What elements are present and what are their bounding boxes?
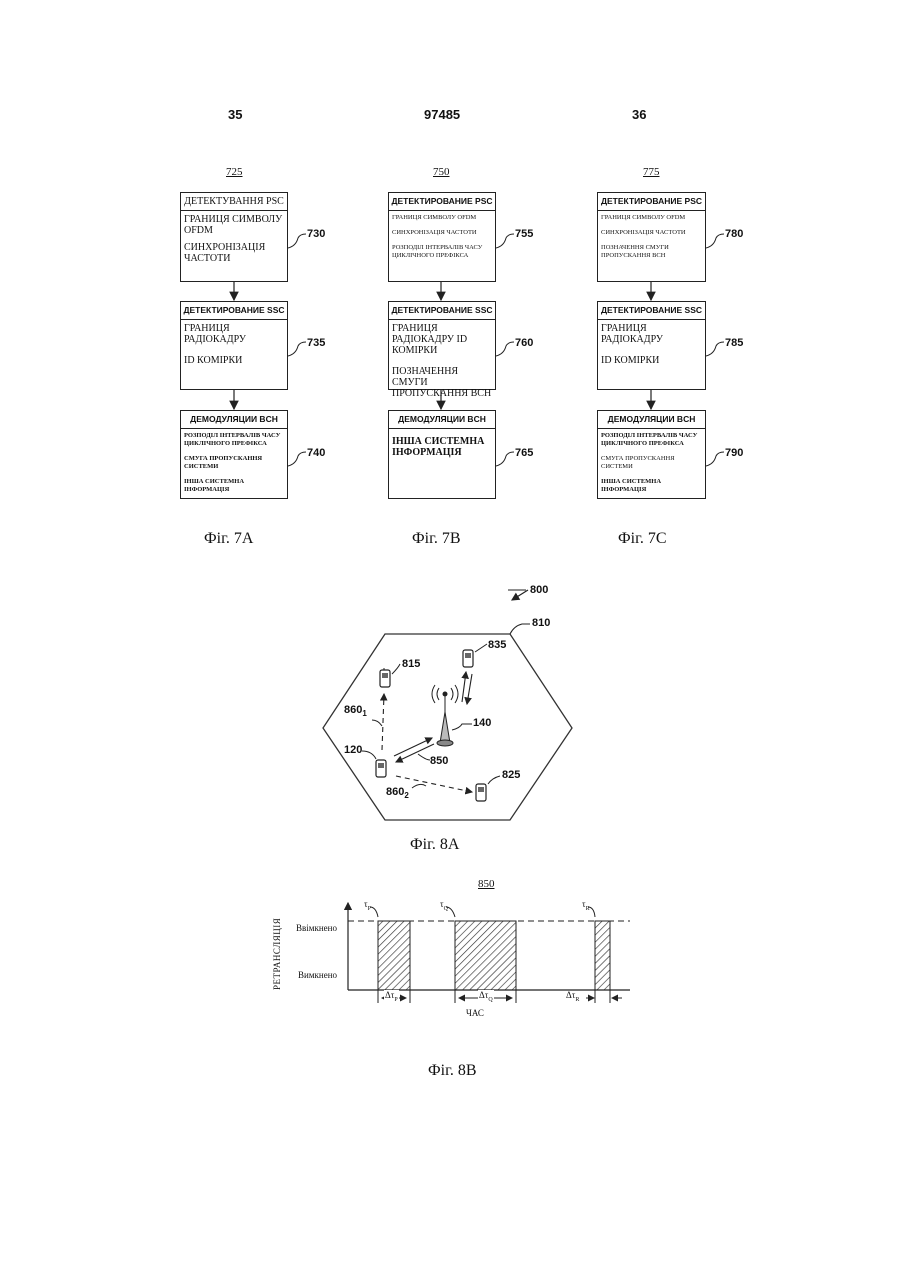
tau-q: τQ <box>440 899 448 912</box>
box-line: ГРАНИЦЯ РАДІОКАДРУ <box>184 323 284 345</box>
ref-760: 760 <box>515 337 533 349</box>
box-line: СИНХРОНІЗАЦІЯ ЧАСТОТИ <box>392 229 492 237</box>
fig8a-caption: Фіг. 8А <box>410 836 459 854</box>
box-line: ID КОМІРКИ <box>601 355 702 366</box>
ref-780: 780 <box>725 228 743 240</box>
fig7c-caption: Фіг. 7С <box>618 530 667 548</box>
fig7c-label: 775 <box>643 166 660 178</box>
box-line: ГРАНИЦЯ РАДІОКАДРУ ID КОМІРКИ <box>392 323 492 356</box>
box-line: ГРАНИЦЯ СИМВОЛУ OFDM <box>601 214 702 222</box>
box-title: ДЕМОДУЛЯЦИИ BCH <box>389 411 495 429</box>
box-title: ДЕТЕКТИРОВАНИЕ PSC <box>598 193 705 211</box>
tau-r: τR <box>582 899 590 912</box>
on-label: Ввімкнено <box>296 923 337 933</box>
x-axis-label: ЧАС <box>466 1008 484 1018</box>
box-line: ПОЗНАЧЕННЯ СМУГИ ПРОПУСКАННЯ ВСН <box>601 244 702 260</box>
box-line: СИНХРОНІЗАЦІЯ ЧАСТОТИ <box>601 229 702 237</box>
delta-tau-q: ΔτQ <box>478 990 494 1003</box>
delta-tau-p: ΔτP <box>384 990 399 1003</box>
fig7c-ssc-box: ДЕТЕКТИРОВАНИЕ SSC ГРАНИЦЯ РАДІОКАДРУ ID… <box>597 301 706 390</box>
ref-860-1: 8601 <box>344 704 367 718</box>
ref-730: 730 <box>307 228 325 240</box>
box-line: ГРАНИЦЯ СИМВОЛУ OFDM <box>392 214 492 222</box>
tau-p: τP <box>364 899 371 912</box>
box-line: ГРАНИЦЯ СИМВОЛУ OFDM <box>184 214 284 236</box>
box-title: ДЕМОДУЛЯЦИИ BCH <box>598 411 705 429</box>
box-line: РОЗПОДІЛ ІНТЕРВАЛІВ ЧАСУ ЦИКЛІЧНОГО ПРЕФ… <box>184 432 284 448</box>
box-line: ІНША СИСТЕМНА ІНФОРМАЦІЯ <box>184 478 284 494</box>
relay-pulse-p <box>378 921 410 990</box>
fig7a-ssc-box: ДЕТЕКТИРОВАНИЕ SSC ГРАНИЦЯ РАДІОКАДРУ ID… <box>180 301 288 390</box>
box-title: ДЕТЕКТУВАННЯ PSC <box>181 193 287 211</box>
box-line: СМУГА ПРОПУСКАННЯ СИСТЕМИ <box>184 455 284 471</box>
box-line: РОЗПОДІЛ ІНТЕРВАЛІВ ЧАСУ ЦИКЛІЧНОГО ПРЕФ… <box>601 432 702 448</box>
fig7a-label: 725 <box>226 166 243 178</box>
ref-735: 735 <box>307 337 325 349</box>
box-line: ГРАНИЦЯ РАДІОКАДРУ <box>601 323 702 345</box>
box-title: ДЕТЕКТИРОВАНИЕ PSC <box>389 193 495 211</box>
fig7b-caption: Фіг. 7В <box>412 530 461 548</box>
box-title: ДЕМОДУЛЯЦИИ BCH <box>181 411 287 429</box>
fig7c-bch-box: ДЕМОДУЛЯЦИИ BCH РОЗПОДІЛ ІНТЕРВАЛІВ ЧАСУ… <box>597 410 706 499</box>
ref-825: 825 <box>502 769 520 781</box>
relay-pulse-r <box>595 921 610 990</box>
ref-790: 790 <box>725 447 743 459</box>
ref-140: 140 <box>473 717 491 729</box>
ref-800: 800 <box>530 584 548 596</box>
box-line: ІНША СИСТЕМНА ІНФОРМАЦІЯ <box>392 436 492 458</box>
box-line: СМУГА ПРОПУСКАННЯ СИСТЕМИ <box>601 455 702 471</box>
box-line: ПОЗНАЧЕННЯ СМУГИ ПРОПУСКАННЯ ВСН <box>392 366 492 399</box>
fig8a-cell-diagram <box>300 570 620 830</box>
fig7b-bch-box: ДЕМОДУЛЯЦИИ BCH ІНША СИСТЕМНА ІНФОРМАЦІЯ <box>388 410 496 499</box>
ref-765: 765 <box>515 447 533 459</box>
ref-810: 810 <box>532 617 550 629</box>
fig7a-psc-box: ДЕТЕКТУВАННЯ PSC ГРАНИЦЯ СИМВОЛУ OFDM СИ… <box>180 192 288 282</box>
ref-785: 785 <box>725 337 743 349</box>
ref-740: 740 <box>307 447 325 459</box>
fig8b-timing-diagram <box>260 895 650 1035</box>
mobile-phone-icon-835 <box>463 650 473 667</box>
mobile-phone-icon-120 <box>376 760 386 777</box>
mobile-phone-icon-825 <box>476 784 486 801</box>
box-line: РОЗПОДІЛ ІНТЕРВАЛІВ ЧАСУ ЦИКЛІЧНОГО ПРЕФ… <box>392 244 492 260</box>
box-title: ДЕТЕКТИРОВАНИЕ SSC <box>389 302 495 320</box>
fig7c-psc-box: ДЕТЕКТИРОВАНИЕ PSC ГРАНИЦЯ СИМВОЛУ OFDM … <box>597 192 706 282</box>
box-line: ІНША СИСТЕМНА ІНФОРМАЦІЯ <box>601 478 702 494</box>
relay-pulse-q <box>455 921 516 990</box>
fig8b-label: 850 <box>478 878 495 890</box>
box-title: ДЕТЕКТИРОВАНИЕ SSC <box>598 302 705 320</box>
fig7a-bch-box: ДЕМОДУЛЯЦИИ BCH РОЗПОДІЛ ІНТЕРВАЛІВ ЧАСУ… <box>180 410 288 499</box>
box-line: ID КОМІРКИ <box>184 355 284 366</box>
y-axis-label: РЕТРАНСЛЯЦІЯ <box>272 900 282 990</box>
base-station-icon <box>432 685 458 746</box>
ref-860-2: 8602 <box>386 786 409 800</box>
ref-755: 755 <box>515 228 533 240</box>
ref-815: 815 <box>402 658 420 670</box>
box-line: СИНХРОНІЗАЦІЯ ЧАСТОТИ <box>184 242 284 264</box>
off-label: Вимкнено <box>298 970 337 980</box>
mobile-phone-icon-815 <box>380 668 390 687</box>
ref-120: 120 <box>344 744 362 756</box>
fig7b-label: 750 <box>433 166 450 178</box>
box-title: ДЕТЕКТИРОВАНИЕ SSC <box>181 302 287 320</box>
fig8b-caption: Фіг. 8В <box>428 1062 477 1080</box>
ref-835: 835 <box>488 639 506 651</box>
fig7b-psc-box: ДЕТЕКТИРОВАНИЕ PSC ГРАНИЦЯ СИМВОЛУ OFDM … <box>388 192 496 282</box>
fig7b-ssc-box: ДЕТЕКТИРОВАНИЕ SSC ГРАНИЦЯ РАДІОКАДРУ ID… <box>388 301 496 390</box>
ref-850: 850 <box>430 755 448 767</box>
delta-tau-r: ΔτR <box>566 990 579 1003</box>
fig7a-caption: Фіг. 7А <box>204 530 253 548</box>
